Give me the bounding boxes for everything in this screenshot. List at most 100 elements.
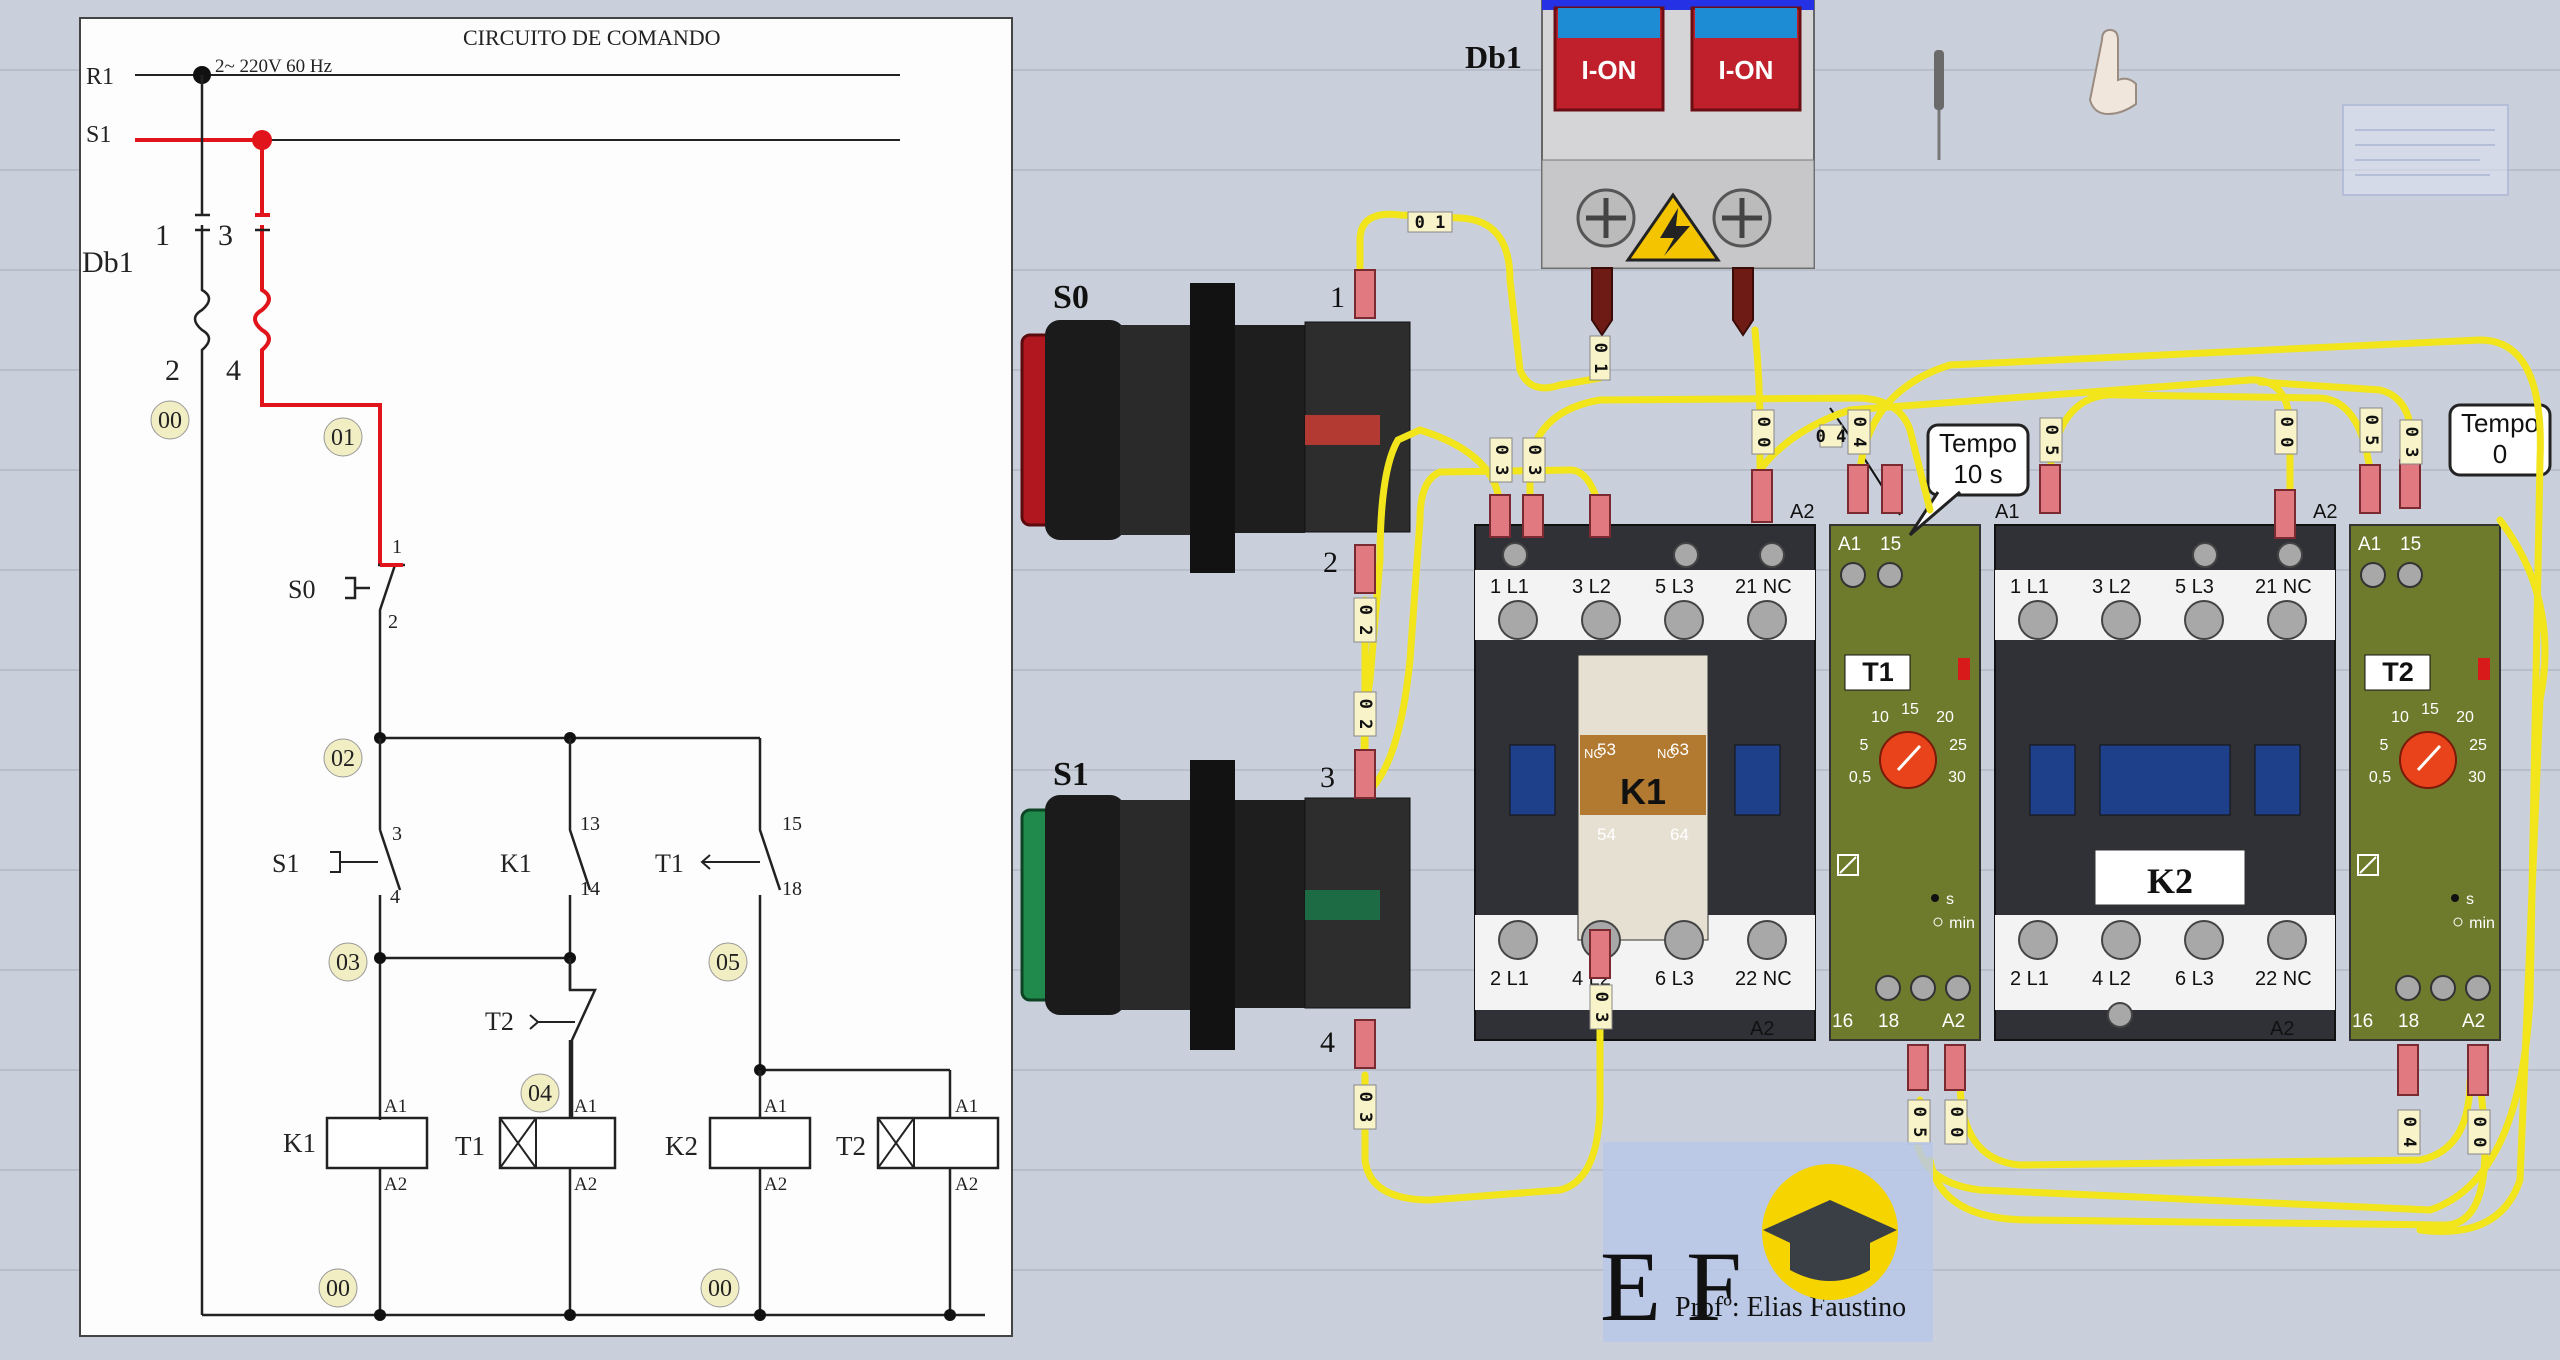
k2-terminal-22: 22 NC	[2255, 968, 2312, 990]
coil-k2-a2: A2	[764, 1174, 787, 1195]
wire-label: 0 3	[2401, 427, 2421, 458]
breaker-pole-label-1: I-ON	[1582, 55, 1637, 85]
k1-aux-54: 54	[1597, 825, 1616, 844]
rail-label-r1: R1	[86, 64, 114, 90]
k1-terminal-21: 21 NC	[1735, 576, 1792, 598]
k2-terminal-5: 5 L3	[2175, 576, 2214, 598]
breaker-terminal-3: 3	[218, 219, 233, 252]
breaker-terminal-2: 2	[165, 354, 180, 387]
wire-label: 0 3	[1524, 445, 1544, 476]
t1-status-led	[1958, 658, 1970, 680]
k2-terminal-3: 3 L2	[2092, 576, 2131, 598]
wire-label: 0 1	[1590, 343, 1610, 374]
k2-terminal-1: 1 L1	[2010, 576, 2049, 598]
s0-terminal-2: 2	[388, 611, 398, 633]
screwdriver-icon[interactable]	[1934, 50, 1944, 160]
pushbutton-s0-terminal-1: 1	[1330, 281, 1345, 314]
t1-terminal-a1: A1	[1838, 534, 1861, 555]
t1-scale-25: 25	[1949, 737, 1967, 754]
k1-terminal-6: 6 L3	[1655, 968, 1694, 990]
wire-label: 0 5	[2041, 425, 2061, 456]
t1-terminal-18: 18	[1878, 1011, 1899, 1032]
coil-k1-a2: A2	[384, 1174, 407, 1195]
t2-scale-5: 5	[2380, 737, 2389, 754]
pushbutton-s0[interactable]: S0 1 2	[1020, 279, 1411, 579]
coil-k2-a1: A1	[764, 1096, 787, 1117]
wire-label: 0 3	[1355, 1092, 1375, 1123]
pushbutton-s0-label: S0	[1053, 279, 1089, 316]
breaker-terminal-1: 1	[155, 219, 170, 252]
wire-00c	[2416, 516, 2549, 1235]
breaker-label-db1: Db1	[82, 246, 134, 279]
coil-t2	[876, 1116, 1000, 1170]
coil-icon	[2357, 854, 2379, 876]
logo-credit: Profº: Elias Faustino	[1675, 1292, 1906, 1323]
t1-callout-line2: 10 s	[1953, 459, 2002, 489]
t2-callout-line2: 0	[2493, 439, 2507, 469]
contactor-k1[interactable]: K1 53 63 54 64 NC NC 1 L1 3 L2 5 L3 21 N…	[1474, 501, 1816, 1041]
t2-scale-0-5: 0,5	[2369, 769, 2391, 786]
k1-coil-a2-top: A2	[1790, 501, 1814, 523]
k1-coil-a2-bottom: A2	[1750, 1018, 1774, 1040]
contactor-k1-label: K1	[1620, 771, 1666, 812]
k1-terminal-2: 2 L1	[1490, 968, 1529, 990]
k1-terminal-14: 14	[580, 878, 600, 900]
document-thumbnail	[2342, 104, 2509, 196]
s1-label: S1	[272, 849, 299, 878]
wire-label: 0 2	[1355, 699, 1375, 730]
k1-terminal-5: 5 L3	[1655, 576, 1694, 598]
wire-label: 0 4	[1849, 417, 1869, 448]
wire-tag-00: 00	[158, 408, 182, 434]
t1-scale-10: 10	[1871, 709, 1889, 726]
s0-terminal-1: 1	[392, 536, 402, 558]
pushbutton-s1[interactable]: S1 3 4	[1020, 756, 1411, 1059]
coil-icon	[1837, 854, 1859, 876]
rail-label-s1: S1	[86, 122, 111, 148]
breaker-db1[interactable]: Db1 I-ON I-ON	[1465, 0, 1815, 337]
coil-t1-a2: A2	[574, 1174, 597, 1195]
k1-window-right	[1734, 744, 1781, 816]
t2-terminal-a2: A2	[2462, 1011, 2485, 1032]
wire-label: 0 0	[1946, 1107, 1966, 1138]
timer-relay-t1[interactable]: A1 15 16 18 A2 T1 0,5 5 10 15 20 25 30 s…	[1829, 407, 2030, 1041]
k2-terminal-21: 21 NC	[2255, 576, 2312, 598]
k2-coil-a2-bottom: A2	[2270, 1018, 2294, 1040]
wire-label: 0 3	[1491, 445, 1511, 476]
t2-status-led	[2478, 658, 2490, 680]
k1-aux-63: 63	[1670, 740, 1689, 759]
k1-aux-nc-label-1: NC	[1584, 746, 1603, 761]
t2-terminal-15: 15	[2400, 534, 2421, 555]
wire-tag-02: 02	[331, 746, 355, 772]
t2-terminal-18: 18	[2398, 1011, 2419, 1032]
timer-relay-t2[interactable]: A1 15 16 18 A2 T2 0,5 5 10 15 20 25 30 s…	[2349, 403, 2552, 1041]
coil-t2-a2: A2	[955, 1174, 978, 1195]
coil-t2-a1: A1	[955, 1096, 978, 1117]
wire-label: 0 3	[1591, 992, 1611, 1023]
s0-label: S0	[288, 575, 315, 604]
t1-terminal-a2: A2	[1942, 1011, 1965, 1032]
wire-label: 0 4	[2399, 1117, 2419, 1148]
breaker-pole-label-2: I-ON	[1719, 55, 1774, 85]
t2-scale-30: 30	[2468, 769, 2486, 786]
wire-ferrules	[1354, 269, 2489, 1096]
pushbutton-s0-terminal-2: 2	[1323, 546, 1338, 579]
wire-label: 0 2	[1355, 605, 1375, 636]
timer-t1-label: T1	[1862, 657, 1894, 687]
wire-00	[1751, 326, 2294, 514]
t1-terminal-16: 16	[1832, 1011, 1853, 1032]
k1-contact-label: K1	[500, 849, 532, 878]
hand-pointer-icon[interactable]	[2088, 28, 2137, 116]
wire-label: 0 5	[2361, 415, 2381, 446]
t1-scale-30: 30	[1948, 769, 1966, 786]
t2-terminal-16: 16	[2352, 1011, 2373, 1032]
coil-k2	[708, 1116, 812, 1170]
contactor-k2[interactable]: K2 1 L1 3 L2 5 L3 21 NC 2 L1 4 L2 6 L3 2…	[1994, 501, 2337, 1041]
breaker-pole-1-wire	[193, 75, 211, 1315]
pushbutton-s1-label: S1	[1053, 756, 1089, 793]
logo-letters: E F	[1600, 1231, 1742, 1342]
t2-scale-15: 15	[2421, 701, 2439, 718]
control-schematic: CIRCUITO DE COMANDO 2~ 220V 60 Hz R1 S1 …	[79, 17, 1013, 1337]
wire-04b	[1926, 1081, 2489, 1229]
t1-terminal-15: 15	[782, 813, 802, 835]
pushbutton-s1-terminal-4: 4	[1320, 1026, 1335, 1059]
